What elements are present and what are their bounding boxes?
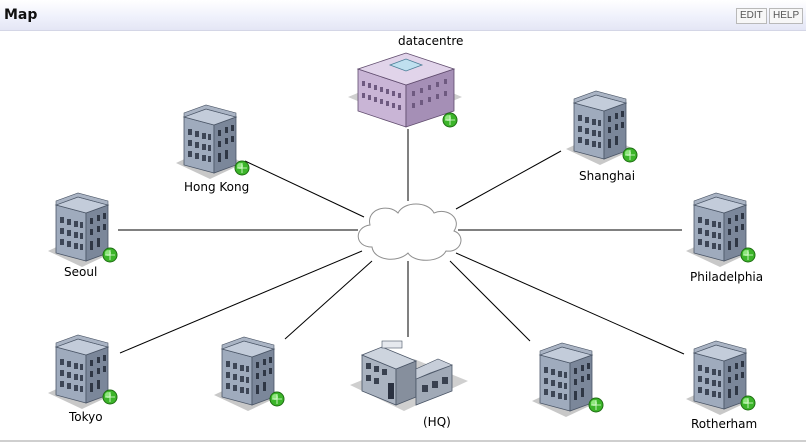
status-ok-icon [622,147,638,163]
node-label-shanghai: Shanghai [579,169,635,183]
status-ok-icon [102,389,118,405]
cloud-icon[interactable] [357,203,462,261]
node-label-hq: (HQ) [423,415,451,429]
node-label-seoul: Seoul [64,265,97,279]
status-ok-icon [588,397,604,413]
status-ok-icon [442,112,458,128]
status-ok-icon [740,247,756,263]
help-button[interactable]: HELP [769,8,804,24]
status-ok-icon [234,160,250,176]
map-header: Map EDIT HELP [0,0,806,31]
network-map: datacentre Hong Kong Shanghai Seoul Phil… [47,34,763,431]
node-label-datacentre: datacentre [398,34,463,48]
status-ok-icon [102,247,118,263]
edit-button[interactable]: EDIT [736,8,767,24]
node-label-tokyo: Tokyo [68,410,103,424]
node-label-rotherham: Rotherham [691,417,757,431]
panel-title: Map [4,7,38,23]
node-label-philadelphia: Philadelphia [690,270,763,284]
status-ok-icon [740,395,756,411]
network-links [118,129,685,355]
node-label-hong-kong: Hong Kong [184,180,249,194]
headquarters-building-icon[interactable] [350,340,468,411]
office-building-icon[interactable] [175,104,245,180]
divider [0,440,806,442]
datacentre-building-icon[interactable] [348,52,462,128]
status-ok-icon [269,391,285,407]
